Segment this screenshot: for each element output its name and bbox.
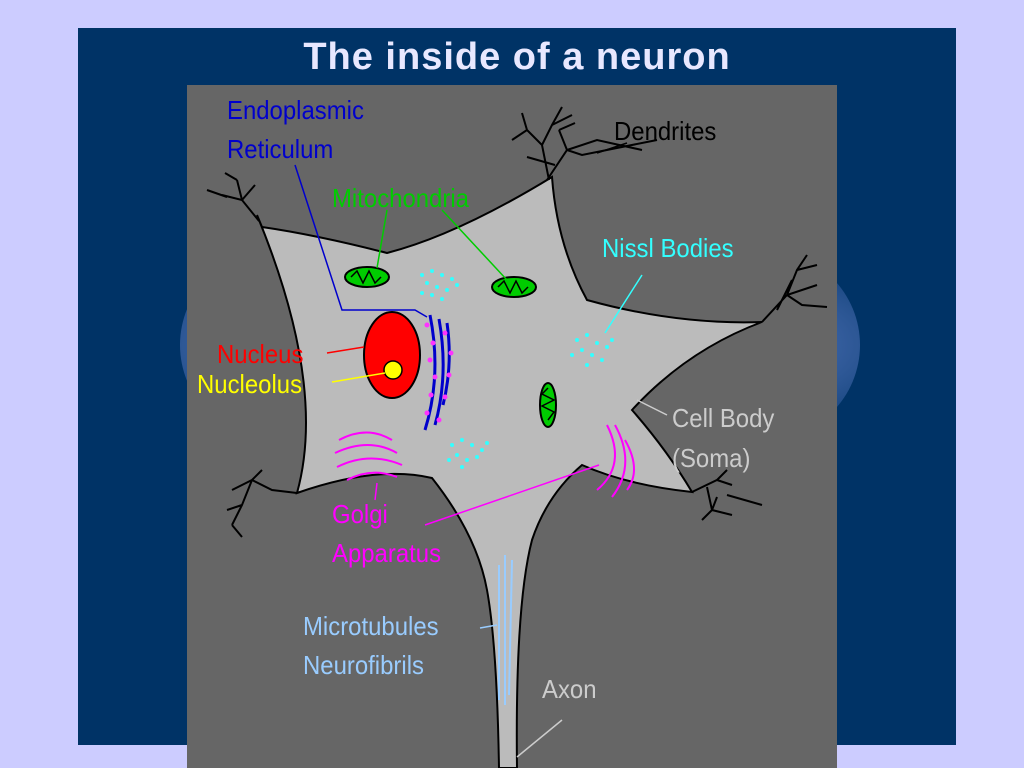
dendrite-branches [206,106,828,538]
label-golgi: Golgi [332,499,388,529]
golgi-apparatus-shape [334,424,635,498]
nucleolus-shape [383,360,403,380]
nucleus-shape [363,311,421,399]
label-dendrites: Dendrites [614,116,717,146]
label-microtubules: Microtubules [303,611,439,641]
label-er-line2: Reticulum [227,134,334,164]
label-er-line1: Endoplasmic [227,95,364,125]
mitochondria-shapes [344,266,557,428]
label-axon: Axon [542,674,597,704]
microtubules-lines [498,555,513,705]
label-apparatus: Apparatus [332,538,442,568]
neuron-drawing [206,106,828,768]
label-soma: (Soma) [672,443,751,473]
label-nucleus: Nucleus [217,339,304,369]
label-nissl-bodies: Nissl Bodies [602,233,734,263]
leader-lines [294,142,668,758]
neuron-diagram: Endoplasmic Reticulum Dendrites Mitochon… [187,85,837,768]
slide-title: The inside of a neuron [303,36,731,78]
label-neurofibrils: Neurofibrils [303,650,424,680]
label-mitochondria: Mitochondria [332,183,469,213]
er-ribosomes [424,322,454,423]
label-cell-body: Cell Body [672,403,775,433]
nissl-bodies-shape [420,269,614,469]
label-nucleolus: Nucleolus [197,369,303,399]
